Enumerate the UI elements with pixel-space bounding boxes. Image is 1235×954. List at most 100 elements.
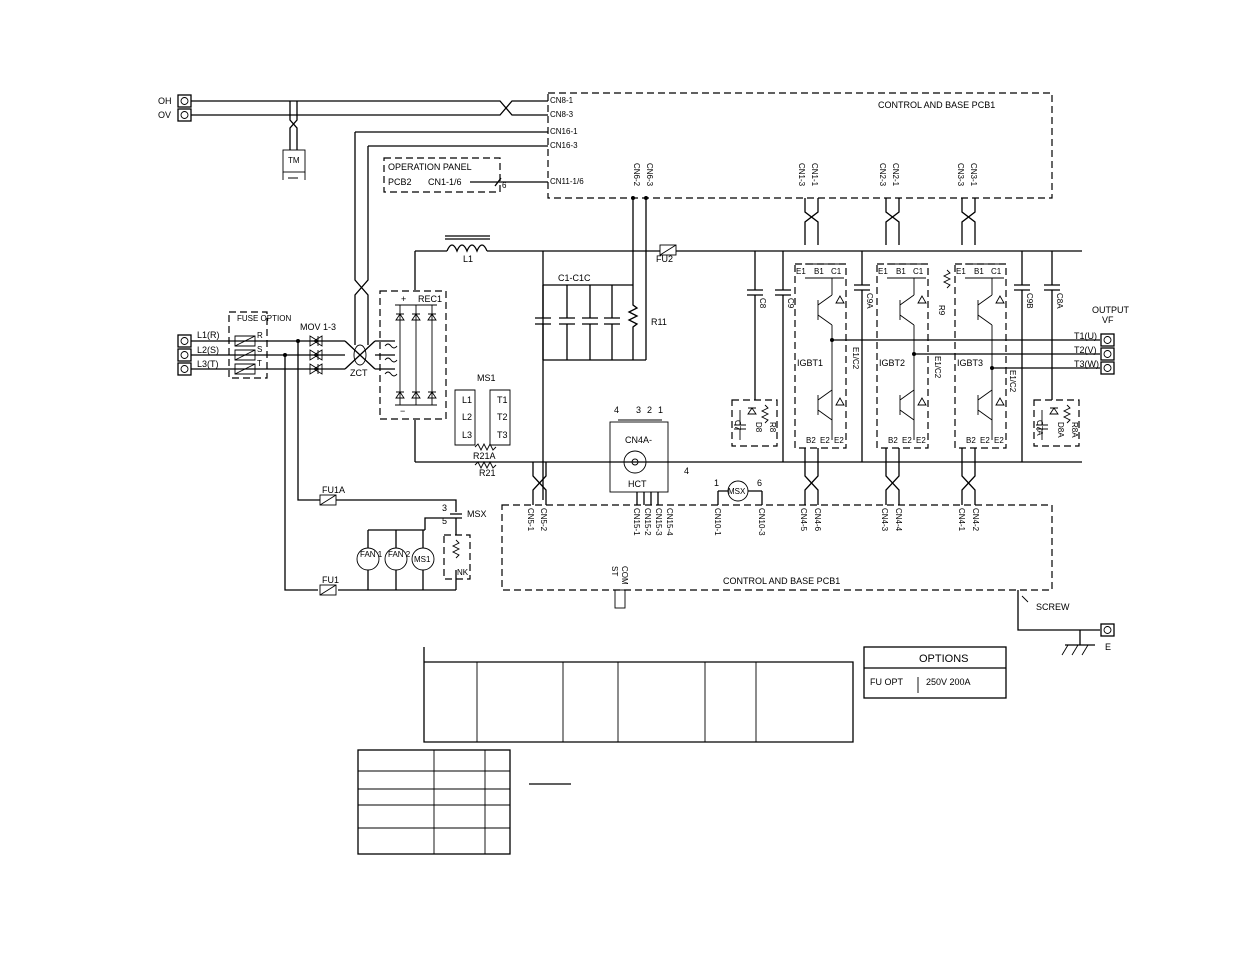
rec1-plus: +	[401, 294, 406, 304]
options-title: OPTIONS	[919, 653, 969, 665]
svg-text:C1: C1	[991, 267, 1002, 276]
svg-text:E1: E1	[878, 267, 888, 276]
capacitor-bank	[535, 285, 639, 360]
svg-text:E1: E1	[796, 267, 806, 276]
cn4a-label: CN4A-	[625, 435, 652, 445]
svg-text:C1: C1	[831, 267, 842, 276]
options-rating: 250V 200A	[926, 677, 971, 687]
fu1a-label: FU1A	[322, 485, 345, 495]
svg-text:B2: B2	[888, 436, 898, 445]
fan1-label: FAN 1	[360, 550, 383, 559]
operation-panel-label: OPERATION PANEL	[388, 162, 472, 172]
fan2-motor	[384, 547, 408, 571]
msx-contact-5-label: 5	[442, 516, 447, 526]
earth-terminal	[1100, 623, 1115, 637]
hct-pin-4-label: 4	[684, 466, 689, 476]
r21-label: R21	[479, 468, 496, 478]
vf-label: VF	[1102, 315, 1114, 325]
hct-label: HCT	[628, 479, 647, 489]
igbt1-module: E1 B1 C1 IGBT1 B2 E2 E2	[794, 263, 847, 449]
fu2-label: FU2	[656, 254, 673, 264]
st-label: ST	[610, 566, 619, 576]
svg-text:B2: B2	[806, 436, 816, 445]
ov-label: OV	[158, 110, 171, 120]
e1-c2-label-1: E1/C2	[851, 347, 860, 370]
r11-label: R11	[651, 317, 667, 327]
zct-label: ZCT	[350, 368, 368, 378]
c7a-d8a-r8a-snubber	[1033, 399, 1080, 447]
cn6-2-label: CN6-2	[632, 163, 641, 187]
rec1-label: REC1	[418, 294, 442, 304]
svg-text:B1: B1	[814, 267, 824, 276]
ms1-t3-label: T3	[497, 430, 508, 440]
svg-text:E2: E2	[902, 436, 912, 445]
cn1-3-label: CN1-3	[797, 163, 806, 187]
ground-symbol	[1061, 644, 1089, 656]
cn11-label: CN11-1/6	[550, 177, 584, 186]
svg-text:E2: E2	[980, 436, 990, 445]
output-terminals	[1100, 333, 1115, 375]
output-label: OUTPUT	[1092, 305, 1130, 315]
mov-varistors	[309, 335, 323, 375]
s-label: S	[257, 345, 262, 354]
e1-c2-label-2: E1/C2	[933, 356, 942, 379]
options-table	[863, 646, 1007, 699]
pin-4-label: 4	[614, 405, 619, 415]
fuse-label: FUSE OPTION	[237, 314, 291, 323]
empty-legend-table-bottom	[357, 749, 571, 855]
cn8-3-label: CN8-3	[550, 110, 574, 119]
svg-text:B1: B1	[974, 267, 984, 276]
ms1-t1-label: T1	[497, 395, 508, 405]
nk-thermal-box	[443, 534, 471, 580]
t1u-label: T1(U)	[1074, 331, 1097, 341]
svg-text:C1: C1	[913, 267, 924, 276]
ms1-coil	[411, 547, 435, 571]
msx-pin-6-label: 6	[757, 478, 762, 488]
msx-contact-3-label: 3	[442, 503, 447, 513]
svg-text:E2: E2	[994, 436, 1004, 445]
fan1-motor	[356, 547, 380, 571]
fu2-fuse	[659, 244, 677, 256]
c7-label: C7	[733, 420, 742, 431]
oh-label: OH	[158, 96, 172, 106]
rec1-diodes	[384, 304, 437, 406]
pcb2-label: PCB2	[388, 177, 412, 187]
cn10-3-label: CN10-3	[757, 508, 766, 536]
ms1-coil-label: MS1	[414, 555, 431, 564]
e-label: E	[1105, 642, 1111, 652]
pin-1-label: 1	[658, 405, 663, 415]
fu1-fuse	[319, 584, 337, 596]
l3t-label: L3(T)	[197, 359, 219, 369]
screw-label: SCREW	[1036, 602, 1070, 612]
l1-label: L1	[463, 254, 473, 264]
mov-label: MOV 1-3	[300, 322, 336, 332]
cn6-3-label: CN6-3	[645, 163, 654, 187]
r9-label: R9	[937, 305, 946, 316]
hct-sensor-box	[609, 421, 669, 493]
msx-coil-label: MSX	[728, 487, 746, 496]
zct-core	[353, 344, 367, 366]
svg-text:IGBT2: IGBT2	[879, 358, 905, 368]
cn1-16-label: CN1-1/6	[428, 177, 462, 187]
svg-text:E2: E2	[916, 436, 926, 445]
igbt2-module: E1 B1 C1 IGBT2 B2 E2 E2	[876, 263, 929, 449]
oh-terminal	[177, 94, 192, 108]
r-label: R	[257, 331, 263, 340]
rec1-bridge-box	[379, 290, 447, 420]
ms1-label: MS1	[477, 373, 496, 383]
ms1-t2-label: T2	[497, 412, 508, 422]
r8-label: R8	[768, 422, 777, 433]
cn16-1-label: CN16-1	[550, 127, 578, 136]
fu1a-fuse	[319, 494, 337, 506]
t3w-label: T3(W)	[1074, 359, 1099, 369]
c7-d8-r8-snubber	[731, 399, 778, 447]
t2v-label: T2(V)	[1074, 345, 1097, 355]
d8-label: D8	[754, 422, 763, 433]
svg-text:B2: B2	[966, 436, 976, 445]
igbt3-module: E1 B1 C1 IGBT3 B2 E2 E2	[954, 263, 1007, 449]
options-item: FU OPT	[870, 677, 904, 687]
svg-text:E2: E2	[834, 436, 844, 445]
cn1-1-label: CN1-1	[810, 163, 819, 187]
tm-thermal-switch	[282, 149, 306, 173]
